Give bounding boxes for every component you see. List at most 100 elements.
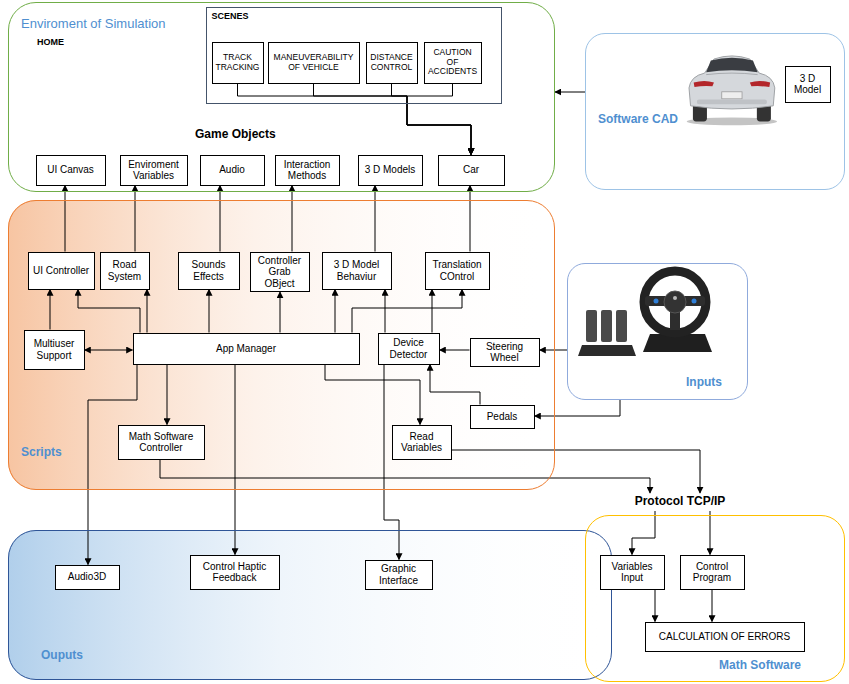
process-box: 3 D Model Behaviur [322,252,392,290]
box-label: 3 D Models [365,164,416,176]
protocol-text: Protocol TCP/IP [635,495,726,509]
connector-arrow [432,290,433,333]
region-title: Math Software [719,659,801,673]
connector-arrow [292,186,293,252]
box-label: CAUTION OF ACCIDENTS [428,48,478,77]
process-box: Read Variables [392,425,452,460]
car-illustration [687,56,777,125]
connector-arrow [352,290,462,333]
connector-arrow [535,400,621,416]
box-label: Interaction Methods [279,159,336,182]
region-panel: Software CAD3 D Model [585,33,845,190]
connector-arrow [430,365,480,405]
region-fill [8,200,555,490]
box-label: Audio [219,164,245,176]
protocol-label: Protocol TCP/IP [630,493,730,511]
box-label: Car [463,164,479,176]
box-label: Controller Grab OBject [254,255,306,290]
process-box: Math Software Controller [118,425,205,460]
process-box: Car [438,155,505,186]
car-plate [722,92,742,99]
connector-arrow [392,84,472,155]
process-box: Graphic Interface [365,560,433,590]
connector-arrow [135,186,136,252]
pedal [586,310,597,342]
connector-arrow [167,365,168,425]
region-fill [8,530,612,680]
connector-arrow [540,350,568,351]
process-box: Translation COntrol [425,252,490,290]
process-box: Control Haptic Feedback [190,555,280,590]
process-box: Multiuser Support [24,330,85,370]
process-box: CALCULATION OF ERRORS [645,622,805,652]
box-label: Device Detector [382,337,436,360]
connector-arrow [712,590,713,622]
process-box: Variables Input [600,555,665,590]
wheel-button [692,299,697,304]
box-label: 3 D Model [789,73,827,96]
wheel-hub [664,291,686,313]
process-box: Enviroment Variables [120,155,188,186]
connector-arrow [88,365,137,565]
process-box: Audio3D [55,565,120,590]
region-panel: Inputs [567,263,748,400]
box-label: Read Variables [396,431,448,454]
process-box: CAUTION OF ACCIDENTS [424,42,482,84]
process-box: Interaction Methods [275,155,340,186]
wheel-logo [673,296,677,300]
connector-arrow [85,350,133,351]
box-label: Graphic Interface [369,563,429,586]
process-box: Pedals [470,405,535,429]
connector-arrow [375,186,376,252]
connector-arrow [238,84,472,155]
connector-arrow [655,590,656,622]
connector-arrow [632,511,655,555]
wheel-pedals-illustration [578,271,712,356]
region-panel: ScriptsUI ControllerRoad SystemSounds Ef… [8,200,555,490]
box-label: Translation COntrol [429,259,486,282]
connector-arrow [220,186,221,252]
connector-arrow [325,365,420,425]
box-label: UI Canvas [47,164,94,176]
process-box: Road System [100,252,150,290]
connector-arrow [280,292,281,333]
box-label: Control Haptic Feedback [194,561,276,584]
region-title: Scripts [21,446,62,460]
wheel-button [654,299,659,304]
process-box: App Manager [133,333,360,365]
process-box: Steering Wheel [470,338,540,367]
connector-arrow [470,186,471,252]
box-label: Math Software Controller [122,431,201,454]
pedal [601,310,612,342]
car-trunk-line [706,73,757,75]
connector-arrow [160,460,650,494]
connector-arrow [710,511,711,555]
process-box: 3 D Models [358,155,423,186]
process-box: DISTANCE CONTROL [366,42,418,84]
box-label: UI Controller [33,265,89,277]
box-label: TRACK TRACKING [216,53,260,73]
region-panel: Ouputs Audio3D Control Haptic Feedback Grap… [8,530,612,680]
pedal [616,310,627,342]
region-title: Ouputs [41,649,83,663]
region-title: Enviroment of Simulation [21,17,166,32]
connector-arrow [335,290,336,333]
connector-arrow [147,290,148,333]
wheel-rim [644,271,706,333]
process-box: Device Detector [378,333,440,365]
section-label: Game Objects [195,127,276,141]
group-title: SCENES [212,11,249,21]
box-label: DISTANCE CONTROL [370,53,414,73]
group-box: SCENES TRACK TRACKING MANEUVERABILITY OF V… [206,7,502,104]
region-panel: Math SoftwareVariables InputControl Prog… [585,515,845,682]
car-window [706,58,757,72]
process-box: MANEUVERABILITY OF VEHICLE [268,42,360,84]
box-label: Road System [104,259,146,282]
box-label: Variables Input [604,561,661,584]
box-label: Steering Wheel [474,341,536,364]
car-body [689,56,775,109]
box-label: App Manager [216,343,276,355]
connector-arrow [65,186,66,252]
connector-arrow [314,84,472,155]
region-title: HOME [37,37,64,47]
